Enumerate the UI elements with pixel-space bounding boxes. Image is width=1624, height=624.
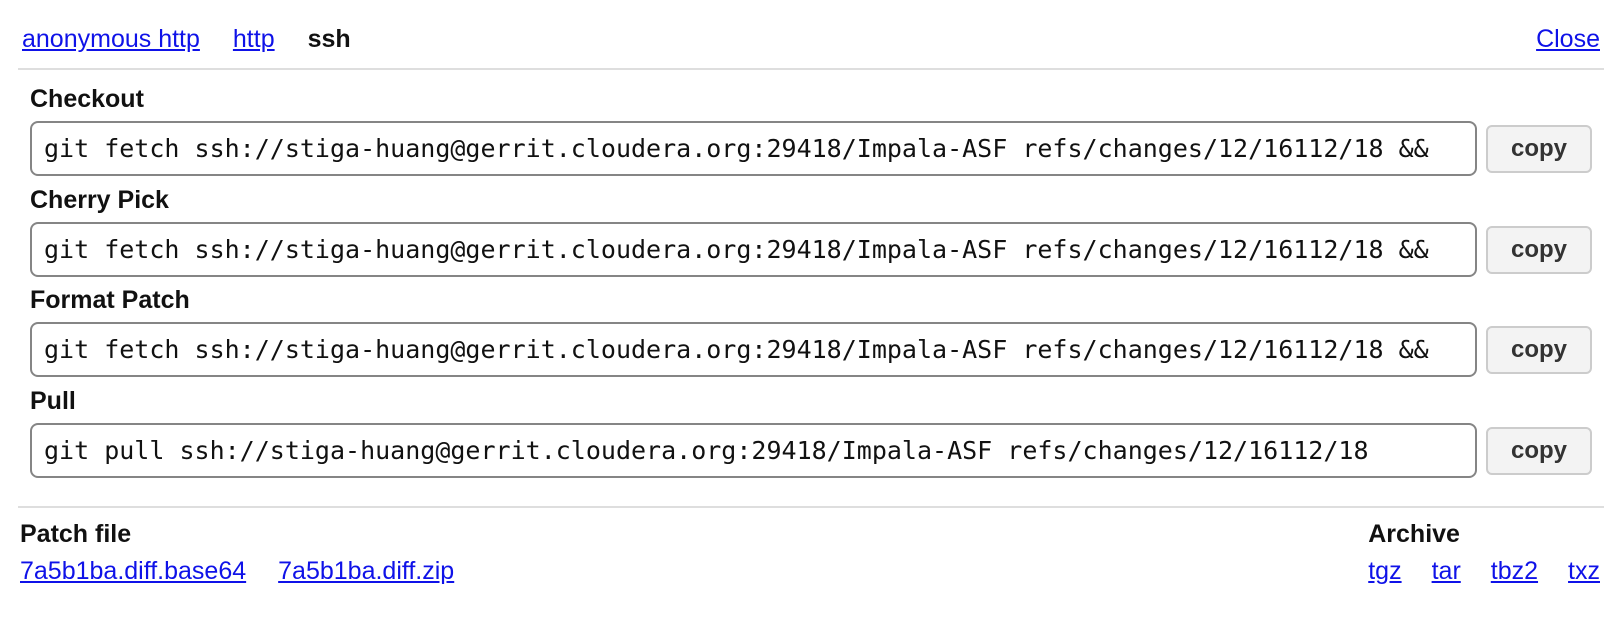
section-format-patch: Format Patch copy (30, 286, 1592, 377)
section-checkout: Checkout copy (30, 85, 1592, 176)
patch-file-link-base64[interactable]: 7a5b1ba.diff.base64 (20, 557, 247, 585)
close-link[interactable]: Close (1536, 25, 1600, 53)
copy-button-cherry-pick[interactable]: copy (1486, 225, 1592, 274)
command-row: copy (30, 222, 1592, 277)
section-heading-cherry-pick: Cherry Pick (30, 186, 169, 214)
archive-link-tbz2[interactable]: tbz2 (1490, 557, 1539, 585)
tab-ssh-active[interactable]: ssh (307, 25, 351, 53)
tab-http[interactable]: http (232, 25, 275, 53)
archive-link-tar[interactable]: tar (1431, 557, 1461, 585)
checkout-command-input[interactable] (30, 121, 1477, 176)
tab-anonymous-http[interactable]: anonymous http (22, 25, 200, 53)
archive-block: Archive tgz tar tbz2 txz (1368, 520, 1600, 586)
patch-file-link-zip[interactable]: 7a5b1ba.diff.zip (278, 557, 455, 585)
top-divider (18, 68, 1604, 70)
bottom-divider (18, 506, 1604, 508)
cherry-pick-command-input[interactable] (30, 222, 1477, 277)
patch-file-heading: Patch file (20, 520, 132, 548)
archive-heading: Archive (1368, 520, 1460, 548)
archive-links: tgz tar tbz2 txz (1368, 557, 1600, 586)
command-row: copy (30, 322, 1592, 377)
section-heading-format-patch: Format Patch (30, 286, 190, 314)
command-row: copy (30, 121, 1592, 176)
section-pull: Pull copy (30, 387, 1592, 478)
section-cherry-pick: Cherry Pick copy (30, 186, 1592, 277)
archive-link-tgz[interactable]: tgz (1368, 557, 1402, 585)
copy-button-checkout[interactable]: copy (1486, 124, 1592, 173)
section-heading-checkout: Checkout (30, 85, 144, 113)
patch-file-links: 7a5b1ba.diff.base64 7a5b1ba.diff.zip (20, 557, 454, 586)
archive-link-txz[interactable]: txz (1568, 557, 1600, 585)
copy-button-pull[interactable]: copy (1486, 426, 1592, 475)
format-patch-command-input[interactable] (30, 322, 1477, 377)
command-row: copy (30, 423, 1592, 478)
section-heading-pull: Pull (30, 387, 76, 415)
copy-button-format-patch[interactable]: copy (1486, 325, 1592, 374)
patch-file-block: Patch file 7a5b1ba.diff.base64 7a5b1ba.d… (20, 520, 454, 586)
scheme-tabbar: anonymous http http ssh (22, 25, 351, 54)
pull-command-input[interactable] (30, 423, 1477, 478)
